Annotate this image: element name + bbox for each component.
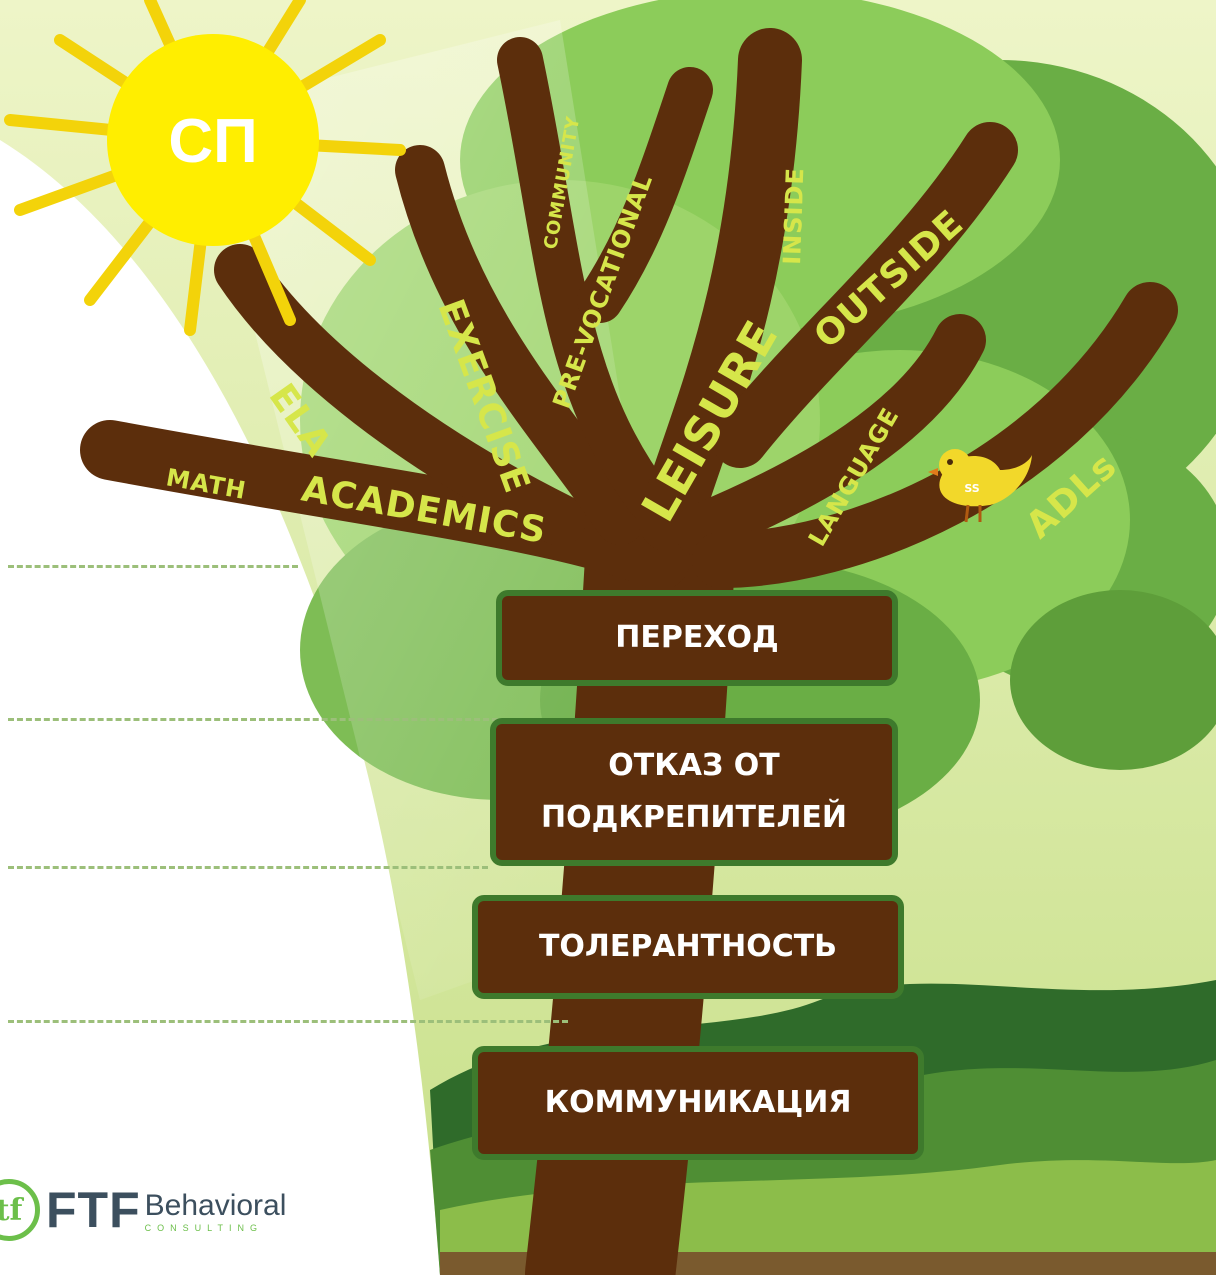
branch-label-inside: INSIDE <box>778 167 809 265</box>
sun <box>4 0 406 336</box>
bird-icon <box>928 449 1032 523</box>
sign-tolerance: ТОЛЕРАНТНОСТЬ <box>472 895 904 999</box>
guide-line <box>8 718 498 721</box>
sign-transition: ПЕРЕХОД <box>496 590 898 686</box>
logo-name: FTF <box>46 1182 141 1238</box>
guide-line <box>8 565 298 568</box>
guide-line <box>8 866 488 869</box>
sign-communication: КОММУНИКАЦИЯ <box>472 1046 924 1160</box>
bird-label: SS <box>964 482 979 495</box>
sign-reinforcer-refusal: ОТКАЗ ОТ ПОДКРЕПИТЕЛЕЙ <box>490 718 898 866</box>
logo-subtitle: CONSULTING <box>144 1223 263 1233</box>
logo-word: Behavioral <box>144 1189 287 1222</box>
company-logo: tf FTF Behavioral CONSULTING <box>0 1170 320 1250</box>
logo-words: Behavioral CONSULTING <box>144 1189 287 1234</box>
sun-label: СП <box>168 107 257 176</box>
logo-mark-icon: tf <box>0 1179 40 1241</box>
guide-line <box>8 1020 568 1023</box>
